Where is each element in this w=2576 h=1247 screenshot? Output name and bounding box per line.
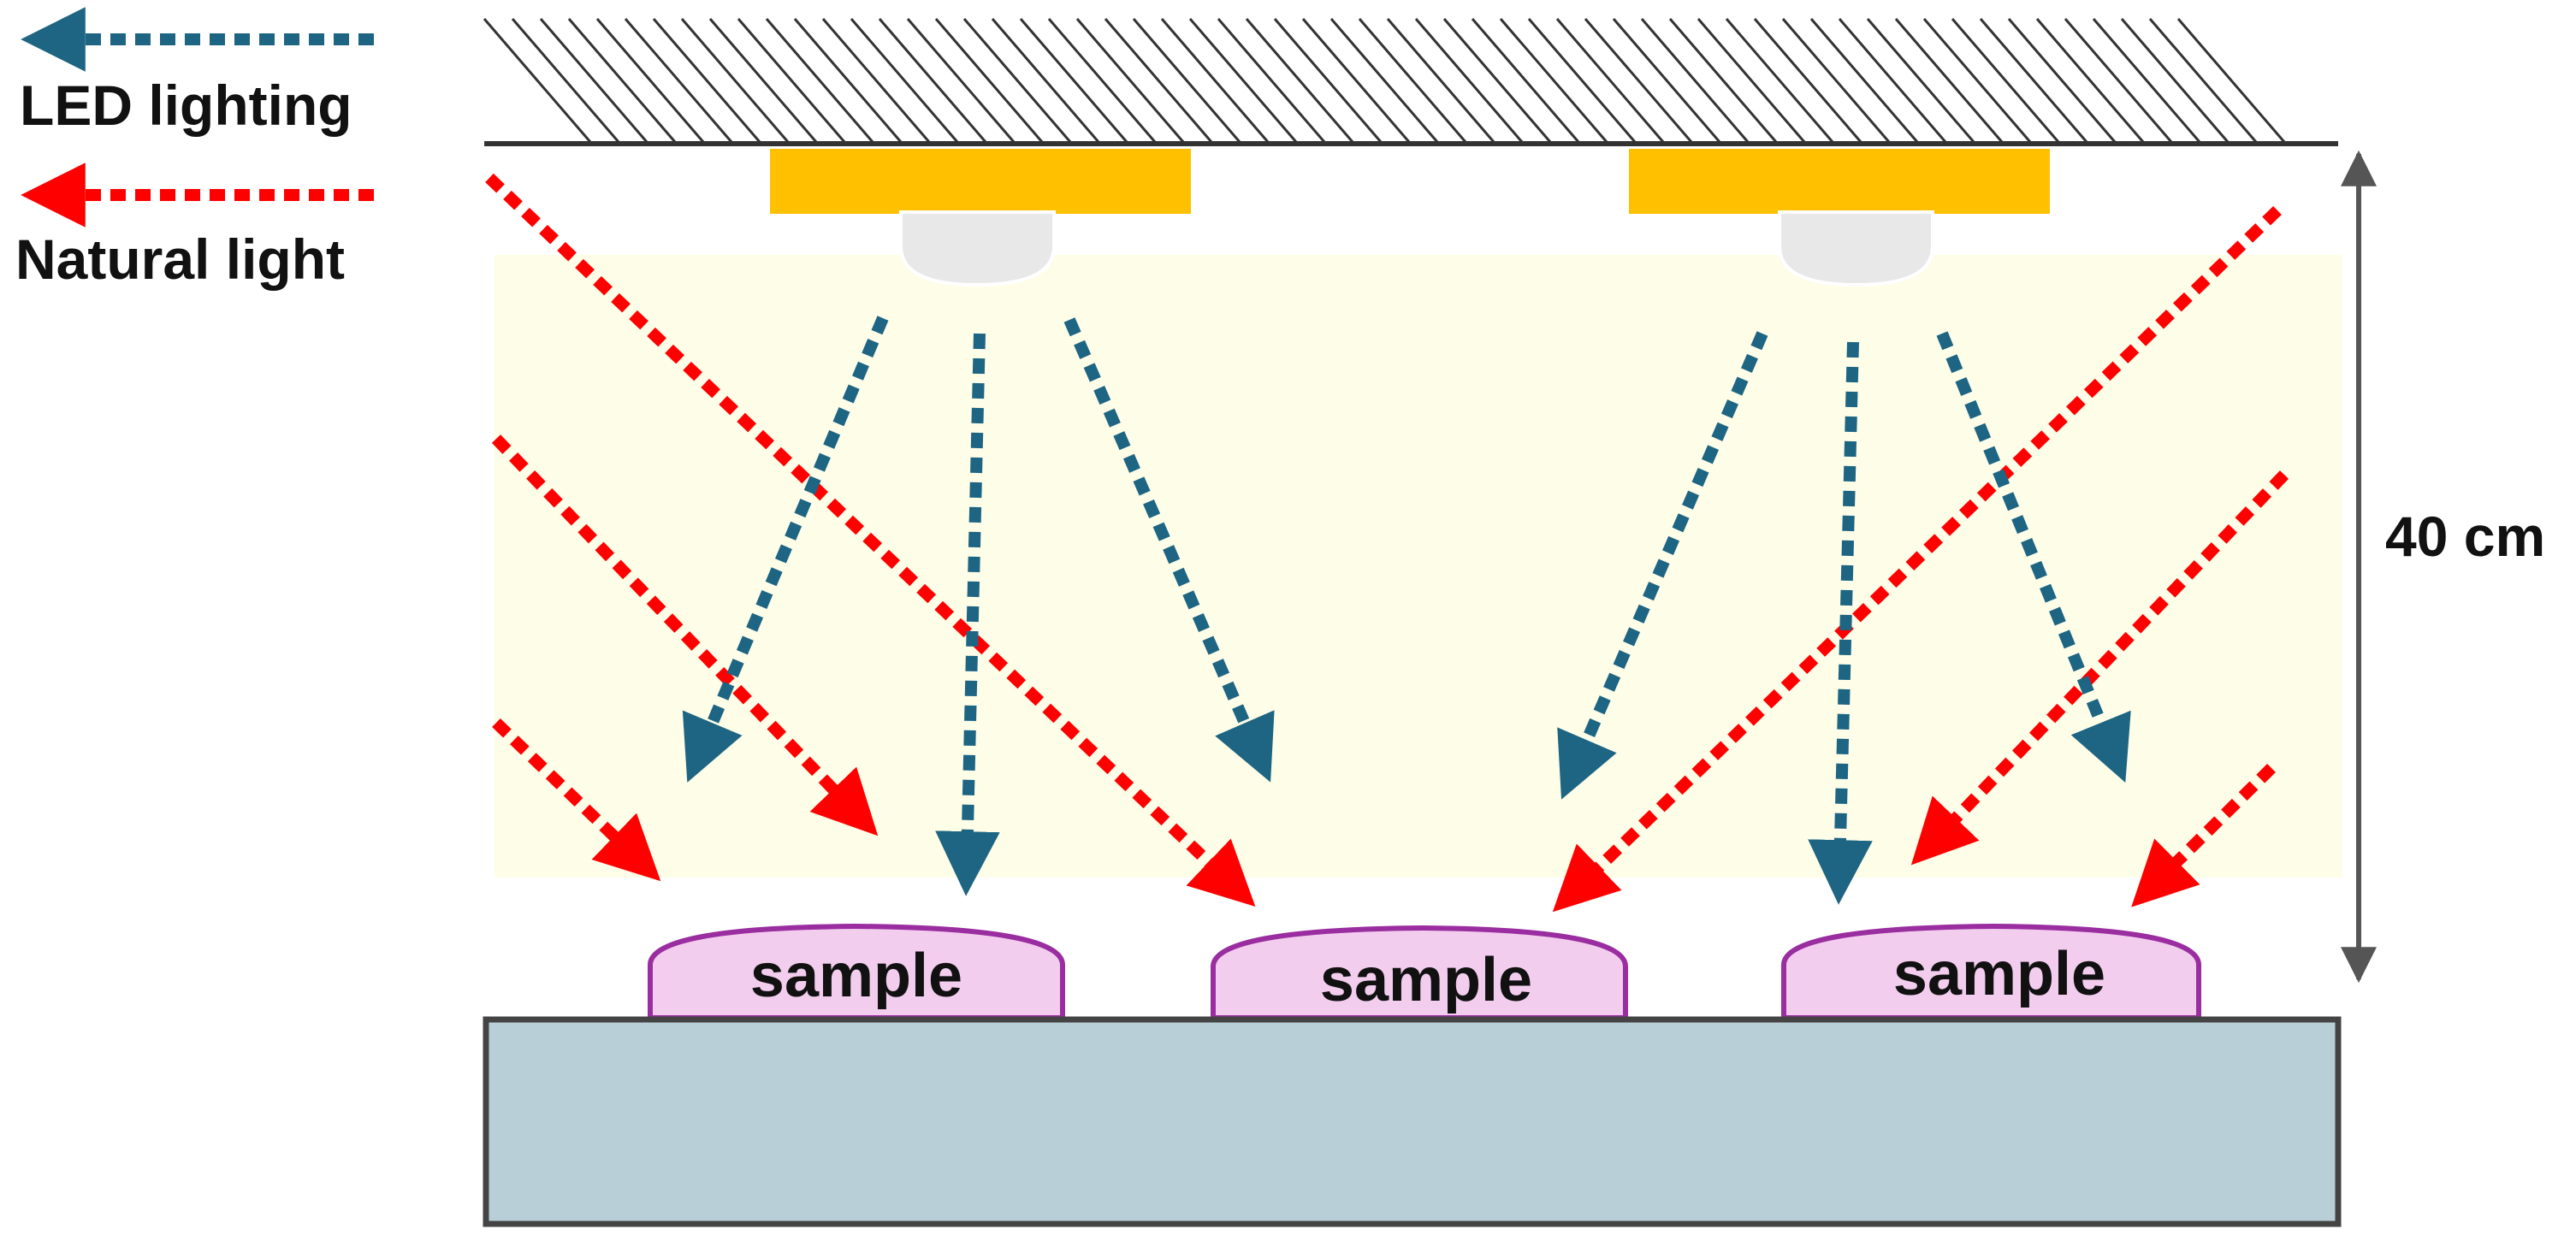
hatch-mark (2176, 18, 2286, 143)
hatch-mark (1922, 18, 2032, 143)
led-lighting-arrow (1936, 331, 2131, 783)
hatch-mark (1527, 18, 1637, 143)
natural-light-arrow (2131, 764, 2276, 907)
hatch-mark (850, 18, 959, 143)
hatch-mark (595, 18, 705, 143)
hatch-mark (1019, 18, 1128, 143)
hatch-mark (1386, 18, 1495, 143)
hatch-mark (1047, 18, 1157, 143)
hatch-mark (1104, 18, 1213, 143)
led-bulb-icon (1778, 210, 1934, 287)
hatch-mark (1414, 18, 1524, 143)
hatch-mark (2092, 18, 2201, 143)
height-dimension: 40 cm (2341, 150, 2545, 984)
ceiling-hatching (483, 18, 2286, 143)
hatch-mark (708, 18, 818, 143)
sample-label: sample (1893, 940, 2105, 1008)
hatch-mark (483, 18, 592, 143)
legend: LED lighting Natural light (15, 7, 374, 291)
sample-1: sample (648, 923, 1065, 1020)
hatch-mark (1301, 18, 1411, 143)
hatch-mark (511, 18, 620, 143)
hatch-mark (1358, 18, 1467, 143)
hatch-mark (567, 18, 677, 143)
hatch-mark (1612, 18, 1721, 143)
hatch-mark (1951, 18, 2060, 143)
hatch-mark (793, 18, 903, 143)
hatch-mark (2148, 18, 2258, 143)
led-lighting-arrow (1808, 341, 1873, 905)
natural-light-arrows (485, 173, 2289, 913)
led-lighting-arrow (682, 316, 889, 783)
dimension-label: 40 cm (2385, 505, 2545, 568)
sample-label: sample (1320, 946, 1532, 1014)
hatch-mark (2007, 18, 2117, 143)
hatch-mark (624, 18, 733, 143)
hatch-mark (1329, 18, 1439, 143)
led-bulb-icon (899, 210, 1056, 287)
hatch-mark (1725, 18, 1834, 143)
light-zone (494, 255, 2342, 878)
natural-light-arrow (1910, 470, 2289, 866)
legend-led-label: LED lighting (20, 74, 352, 137)
hatch-mark (1442, 18, 1552, 143)
hatch-mark (1584, 18, 1693, 143)
table-surface (483, 1016, 2342, 1227)
legend-natural-label: Natural light (15, 228, 345, 291)
hatch-mark (1697, 18, 1806, 143)
hatch-mark (737, 18, 846, 143)
hatch-mark (1838, 18, 1947, 143)
hatch-mark (2064, 18, 2173, 143)
hatch-mark (1245, 18, 1354, 143)
led-lighting-arrow (1063, 317, 1275, 783)
hatch-mark (991, 18, 1100, 143)
hatch-mark (906, 18, 1016, 143)
led-lighting-arrow (1557, 331, 1768, 800)
hatch-mark (1499, 18, 1608, 143)
hatch-mark (1979, 18, 2088, 143)
hatch-mark (1809, 18, 1919, 143)
hatch-mark (1894, 18, 2004, 143)
natural-light-arrow (1552, 205, 2282, 913)
led-lighting-arrow (935, 333, 1000, 896)
led-fixture-left (770, 149, 1191, 287)
hatch-mark (1132, 18, 1241, 143)
hatch-mark (1640, 18, 1750, 143)
hatch-mark (878, 18, 987, 143)
natural-light-arrow (485, 173, 1256, 907)
sample-3: sample (1781, 923, 2201, 1020)
hatch-mark (1075, 18, 1185, 143)
hatch-mark (2120, 18, 2230, 143)
hatch-mark (1273, 18, 1383, 143)
hatch-mark (1555, 18, 1665, 143)
hatch-mark (1866, 18, 1975, 143)
led-lighting-arrows (682, 316, 2131, 905)
hatch-mark (680, 18, 790, 143)
hatch-mark (1188, 18, 1298, 143)
hatch-mark (2035, 18, 2145, 143)
hatch-mark (765, 18, 874, 143)
sample-2: sample (1211, 925, 1628, 1020)
hatch-mark (1668, 18, 1778, 143)
hatch-mark (1217, 18, 1326, 143)
hatch-mark (821, 18, 931, 143)
natural-light-arrow (492, 718, 661, 882)
hatch-mark (1781, 18, 1891, 143)
hatch-mark (1471, 18, 1580, 143)
hatch-mark (539, 18, 648, 143)
hatch-mark (1753, 18, 1862, 143)
hatch-mark (962, 18, 1072, 143)
sample-label: sample (750, 942, 962, 1010)
hatch-mark (934, 18, 1044, 143)
hatch-mark (1160, 18, 1270, 143)
led-fixture-right (1629, 149, 2050, 287)
hatch-mark (652, 18, 761, 143)
natural-light-arrow (491, 434, 879, 836)
